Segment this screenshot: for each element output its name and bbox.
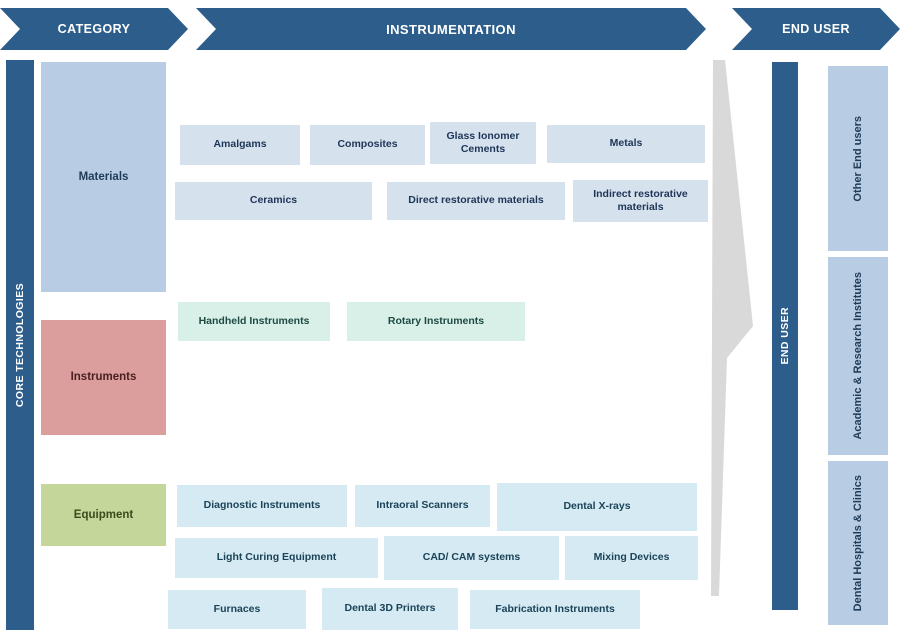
- item-metals-label: Metals: [609, 137, 643, 150]
- item-cad-cam-systems: CAD/ CAM systems: [384, 536, 559, 580]
- item-light-curing-equipment: Light Curing Equipment: [175, 538, 378, 578]
- item-intraoral-scanners-label: Intraoral Scanners: [376, 499, 469, 512]
- item-glass-ionomer-cements: Glass Ionomer Cements: [430, 122, 536, 164]
- item-mixing-devices-label: Mixing Devices: [593, 551, 670, 564]
- item-dental-x-rays: Dental X-rays: [497, 483, 697, 531]
- item-composites: Composites: [310, 125, 425, 165]
- category-label-materials: Materials: [78, 170, 129, 183]
- category-block-instruments: Instruments: [41, 320, 166, 435]
- end-user-other-end-users-label: Other End users: [851, 115, 864, 202]
- end-user-dental-hospitals-clinics: Dental Hospitals & Clinics: [828, 461, 888, 625]
- item-diagnostic-instruments: Diagnostic Instruments: [177, 485, 347, 527]
- item-direct-restorative-materials: Direct restorative materials: [387, 182, 565, 220]
- item-dental-3d-printers: Dental 3D Printers: [322, 588, 458, 630]
- item-handheld-instruments: Handheld Instruments: [178, 302, 330, 341]
- end-user-other-end-users: Other End users: [828, 66, 888, 251]
- end-user-rail: END USER: [772, 62, 798, 610]
- item-indirect-restorative-materials-label: Indirect restorative materials: [593, 187, 688, 213]
- core-technologies-label: CORE TECHNOLOGIES: [14, 282, 26, 408]
- category-label-equipment: Equipment: [73, 508, 134, 521]
- item-fabrication-instruments: Fabrication Instruments: [470, 590, 640, 629]
- item-diagnostic-instruments-label: Diagnostic Instruments: [203, 499, 321, 512]
- item-fabrication-instruments-label: Fabrication Instruments: [495, 602, 615, 615]
- banner-end-user: END USER: [732, 8, 900, 50]
- item-ceramics: Ceramics: [175, 182, 372, 220]
- item-mixing-devices: Mixing Devices: [565, 536, 698, 580]
- category-block-materials: Materials: [41, 62, 166, 292]
- category-label-instruments: Instruments: [70, 371, 137, 384]
- core-technologies-rail: CORE TECHNOLOGIES: [6, 60, 34, 630]
- item-furnaces-label: Furnaces: [213, 602, 261, 615]
- item-amalgams: Amalgams: [180, 125, 300, 165]
- banner-instrumentation-label: INSTRUMENTATION: [386, 21, 516, 37]
- item-rotary-instruments-label: Rotary Instruments: [387, 314, 485, 327]
- item-glass-ionomer-cements-label: Glass Ionomer Cements: [446, 129, 520, 155]
- item-furnaces: Furnaces: [168, 590, 306, 629]
- banner-instrumentation: INSTRUMENTATION: [196, 8, 706, 50]
- banner-end-user-label: END USER: [782, 22, 850, 36]
- item-ceramics-label: Ceramics: [249, 194, 298, 207]
- banner-category: CATEGORY: [0, 8, 188, 50]
- item-cad-cam-systems-label: CAD/ CAM systems: [422, 551, 521, 564]
- end-user-academic-research-institutes: Academic & Research Institutes: [828, 257, 888, 455]
- flow-arrow-right-icon: [711, 60, 753, 596]
- item-amalgams-label: Amalgams: [213, 138, 267, 151]
- end-user-rail-label: END USER: [779, 307, 791, 365]
- item-handheld-instruments-label: Handheld Instruments: [198, 314, 310, 327]
- banner-category-label: CATEGORY: [57, 22, 131, 36]
- item-direct-restorative-materials-label: Direct restorative materials: [408, 194, 544, 207]
- item-rotary-instruments: Rotary Instruments: [347, 302, 525, 341]
- end-user-dental-hospitals-clinics-label: Dental Hospitals & Clinics: [851, 474, 864, 612]
- item-composites-label: Composites: [337, 138, 398, 151]
- category-block-equipment: Equipment: [41, 484, 166, 546]
- item-dental-3d-printers-label: Dental 3D Printers: [344, 602, 436, 615]
- end-user-academic-research-institutes-label: Academic & Research Institutes: [851, 272, 864, 440]
- item-dental-x-rays-label: Dental X-rays: [563, 500, 631, 513]
- item-indirect-restorative-materials: Indirect restorative materials: [573, 180, 708, 222]
- item-intraoral-scanners: Intraoral Scanners: [355, 485, 490, 527]
- item-light-curing-equipment-label: Light Curing Equipment: [216, 551, 337, 564]
- item-metals: Metals: [547, 125, 705, 163]
